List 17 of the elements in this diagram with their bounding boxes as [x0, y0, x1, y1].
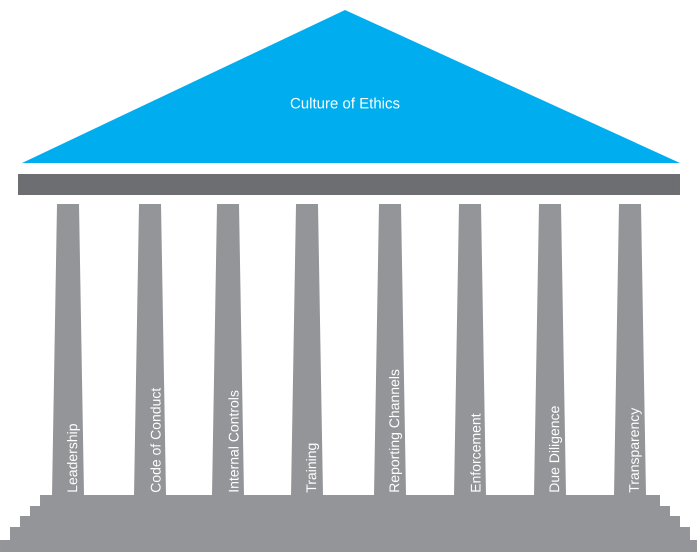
pillar: Enforcement [454, 204, 486, 495]
node-label: Training [306, 444, 320, 492]
pillar: Internal Controls [212, 204, 244, 495]
pillar: Leadership [52, 204, 84, 495]
pillar: Code of Conduct [134, 204, 166, 495]
node-label: Due Diligence [548, 406, 562, 492]
node-label: Reporting Channels [388, 370, 402, 492]
roof-triangle: Culture of Ethics [22, 10, 680, 163]
pillar: Due Diligence [534, 204, 566, 495]
pillar: Reporting Channels [374, 204, 406, 495]
node-label: Transparency [629, 408, 642, 492]
node-label: Enforcement [470, 414, 481, 492]
node-label: Internal Controls [228, 390, 239, 492]
node-label: Code of Conduct [150, 388, 161, 492]
node-label: Leadership [66, 424, 80, 492]
pillar: Training [291, 204, 323, 495]
pillar: Transparency [614, 204, 646, 495]
